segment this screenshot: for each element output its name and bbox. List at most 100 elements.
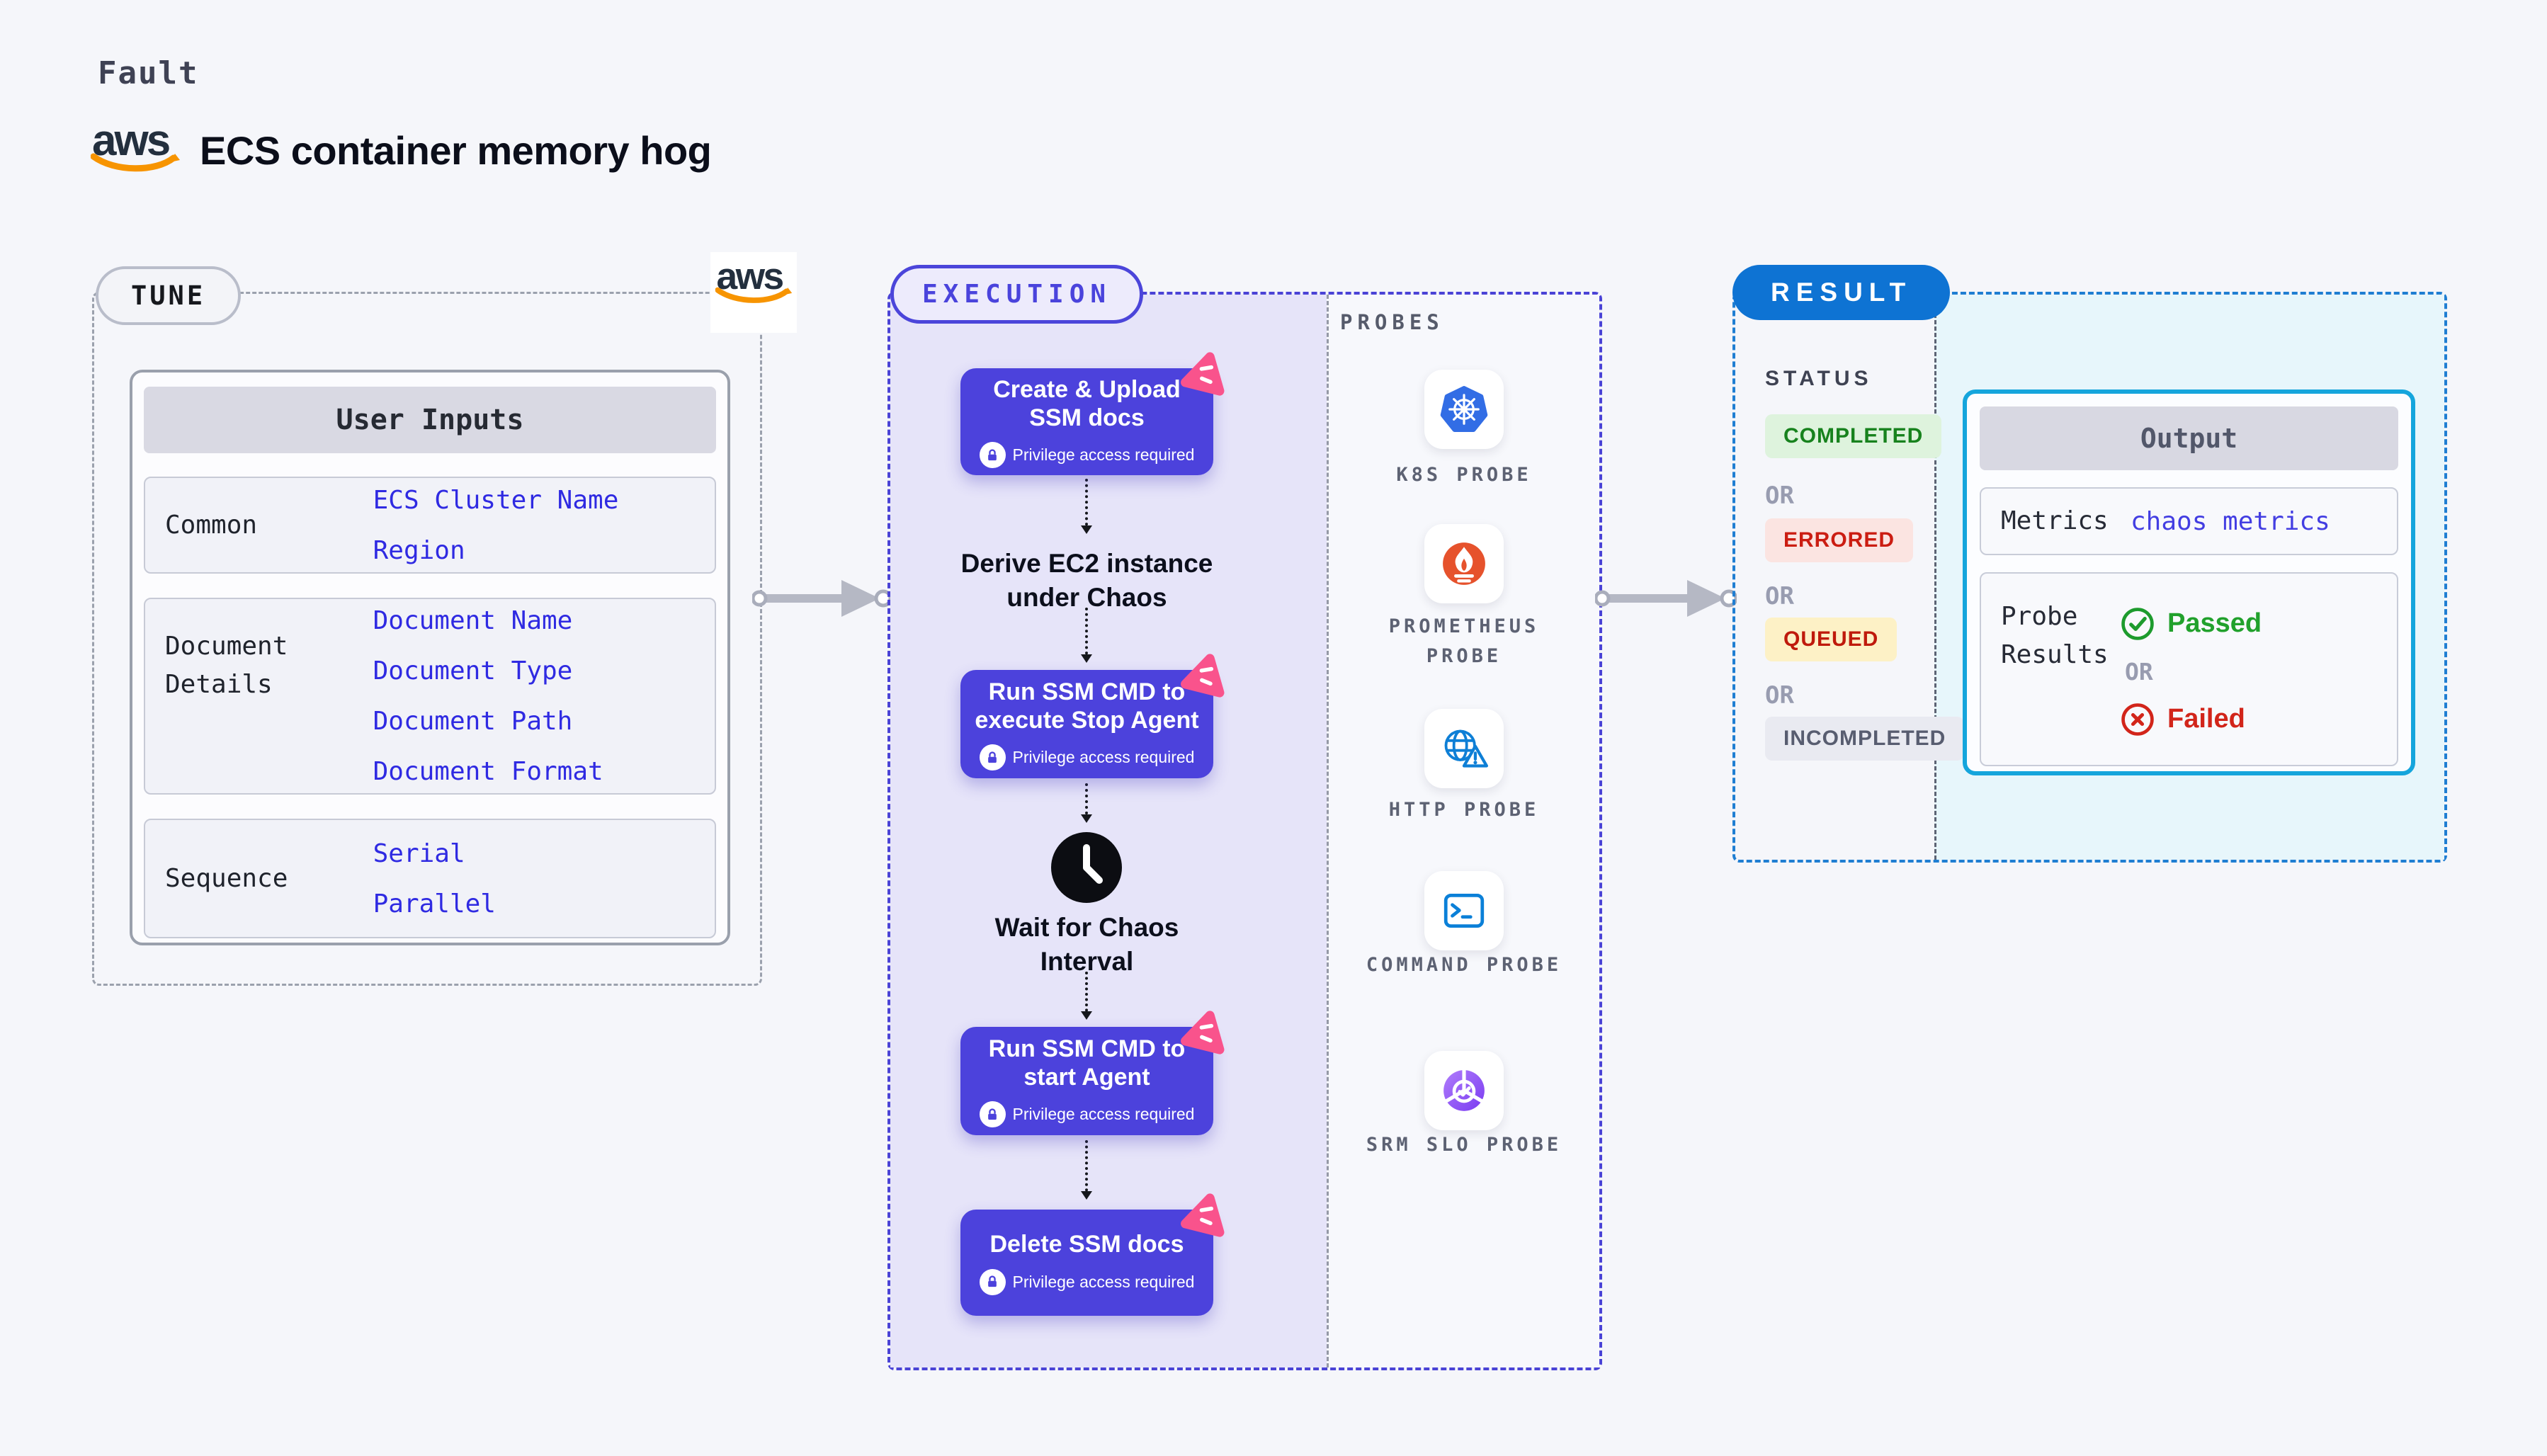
chaos-badge-icon xyxy=(1181,352,1225,396)
probe-results-label: Probe Results xyxy=(2001,602,2109,669)
status-badge-queued: QUEUED xyxy=(1765,618,1898,661)
terminal-icon xyxy=(1443,893,1485,928)
row-label: Sequence xyxy=(165,863,288,893)
input-value: Serial xyxy=(373,838,465,868)
result-pill: RESULT xyxy=(1732,265,1951,320)
privilege-note-text: Privilege access required xyxy=(1012,445,1195,465)
flow-arrow-execution-to-result xyxy=(1595,580,1737,617)
status-label: STATUS xyxy=(1765,367,1873,390)
passed-text: Passed xyxy=(2167,608,2262,638)
execution-pill: EXECUTION xyxy=(890,265,1144,324)
input-value: Document Name xyxy=(373,606,573,635)
step-wait-chaos-interval: Wait for Chaos Interval xyxy=(994,913,1179,977)
chaos-badge-icon xyxy=(1181,1011,1225,1054)
metrics-row: Metrics chaos metrics xyxy=(1980,487,2398,555)
probe-name: SRM SLO PROBE xyxy=(1366,1134,1562,1156)
chaos-badge-icon xyxy=(1181,1193,1225,1237)
probe-results-row: Probe Results Passed OR Failed xyxy=(1980,572,2398,766)
lock-icon xyxy=(979,1268,1006,1295)
input-value: Document Path xyxy=(373,707,573,736)
srm-slo-icon xyxy=(1443,1069,1485,1111)
lock-icon xyxy=(979,744,1006,771)
http-probe-card xyxy=(1424,709,1504,788)
flow-arrow-tune-to-execution xyxy=(752,580,891,617)
input-value: Document Format xyxy=(373,757,603,786)
input-value: Region xyxy=(373,535,465,565)
step-title: Delete SSM docs xyxy=(989,1231,1184,1258)
row-values: Serial Parallel xyxy=(373,839,715,918)
or-separator: OR xyxy=(1765,582,1794,610)
output-title: Output xyxy=(1980,406,2398,470)
probe-name: COMMAND PROBE xyxy=(1366,954,1562,976)
clock-icon xyxy=(1051,832,1122,903)
user-inputs-card: User Inputs Common ECS Cluster Name Regi… xyxy=(130,370,730,945)
aws-swoosh-icon-small xyxy=(715,287,793,303)
user-inputs-row-sequence: Sequence Serial Parallel xyxy=(144,819,716,938)
user-inputs-title: User Inputs xyxy=(144,387,716,453)
status-badge-errored: ERRORED xyxy=(1765,518,1914,562)
page-header: aws ECS container memory hog xyxy=(91,116,712,181)
input-value: Document Type xyxy=(373,656,573,686)
aws-logo-icon: aws xyxy=(91,116,180,181)
input-value: ECS Cluster Name xyxy=(373,485,619,515)
flow-connector xyxy=(1081,1140,1092,1200)
lock-icon xyxy=(979,442,1006,469)
probe-name: HTTP PROBE xyxy=(1388,799,1540,821)
user-inputs-row-document-details: Document Details Document Name Document … xyxy=(144,598,716,795)
privilege-note: Privilege access required xyxy=(979,1101,1195,1128)
chaos-badge-icon xyxy=(1181,654,1225,698)
k8s-probe-card xyxy=(1424,370,1504,449)
step-delete-ssm-docs: Delete SSM docs Privilege access require… xyxy=(960,1193,1225,1316)
privilege-note-text: Privilege access required xyxy=(1012,748,1195,767)
aws-swoosh-icon xyxy=(91,153,180,172)
probe-name: K8S PROBE xyxy=(1396,464,1532,486)
metrics-label: Metrics xyxy=(2001,506,2109,535)
fault-eyebrow: Fault xyxy=(98,55,199,91)
row-values: ECS Cluster Name Region xyxy=(373,486,715,565)
step-derive-ec2: Derive EC2 instance under Chaos xyxy=(960,549,1213,613)
check-circle-icon xyxy=(2121,607,2154,640)
row-values: Document Name Document Type Document Pat… xyxy=(373,606,715,786)
flow-connector xyxy=(1081,783,1092,823)
privilege-note-text: Privilege access required xyxy=(1012,1272,1195,1291)
prometheus-probe-card xyxy=(1424,524,1504,603)
flow-connector xyxy=(1081,972,1092,1020)
probe-results-values: Passed OR Failed xyxy=(2119,574,2397,765)
or-separator: OR xyxy=(1765,482,1794,510)
probes-panel xyxy=(1327,295,1599,1367)
srm-slo-probe-card xyxy=(1424,1051,1504,1130)
tune-aws-corner: aws xyxy=(710,252,797,333)
status-badge-completed: COMPLETED xyxy=(1765,414,1942,458)
or-separator: OR xyxy=(1765,681,1794,710)
step-run-ssm-stop-agent: Run SSM CMD to execute Stop Agent Privil… xyxy=(960,654,1225,778)
failed-text: Failed xyxy=(2167,704,2245,734)
passed-line: Passed xyxy=(2119,605,2397,642)
kubernetes-icon xyxy=(1440,386,1488,432)
step-run-ssm-start-agent: Run SSM CMD to start Agent Privilege acc… xyxy=(960,1011,1225,1135)
lock-icon xyxy=(979,1101,1006,1128)
or-separator: OR xyxy=(2125,657,2153,686)
aws-logo-icon-small: aws xyxy=(715,258,793,312)
aws-logo-text: aws xyxy=(92,116,171,165)
privilege-note: Privilege access required xyxy=(979,442,1195,469)
output-card: Output Metrics chaos metrics Probe Resul… xyxy=(1963,389,2415,775)
failed-line: Failed xyxy=(2119,701,2397,738)
tune-section xyxy=(92,292,762,986)
privilege-note-text: Privilege access required xyxy=(1012,1105,1195,1124)
command-probe-card xyxy=(1424,871,1504,950)
prometheus-icon xyxy=(1443,542,1485,585)
status-badge-incompleted: INCOMPLETED xyxy=(1765,717,1965,761)
metrics-value: chaos metrics xyxy=(2131,506,2330,536)
privilege-note: Privilege access required xyxy=(979,1268,1195,1295)
row-label: Common xyxy=(165,510,258,540)
probes-label: PROBES xyxy=(1340,310,1444,334)
step-title: Run SSM CMD to execute Stop Agent xyxy=(975,678,1199,734)
tune-pill: TUNE xyxy=(96,266,242,325)
step-title: Create & Upload SSM docs xyxy=(993,375,1181,431)
flow-connector xyxy=(1081,479,1092,534)
user-inputs-row-common: Common ECS Cluster Name Region xyxy=(144,477,716,574)
step-title: Run SSM CMD to start Agent xyxy=(988,1035,1186,1091)
probe-name: PROMETHEUS PROBE xyxy=(1388,615,1540,667)
x-circle-icon xyxy=(2121,703,2154,736)
row-label: Document Details xyxy=(165,632,288,699)
